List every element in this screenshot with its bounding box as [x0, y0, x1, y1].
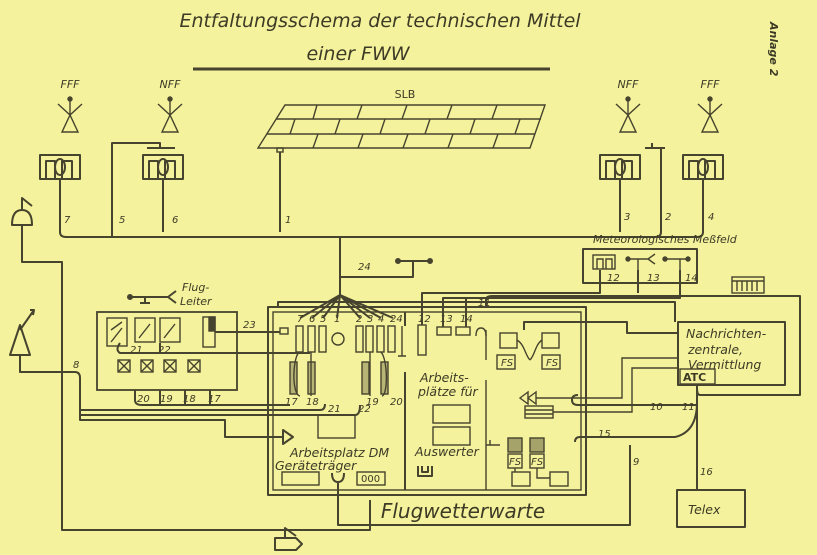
line-number: 3: [624, 212, 630, 223]
fs-label: FS: [546, 358, 559, 369]
line-number: 22: [158, 345, 171, 356]
line-number: 7: [64, 215, 71, 226]
device-000: 000: [361, 474, 380, 485]
line-number: 14: [685, 273, 698, 284]
meteorological-field: Meteorologisches Meßfeld 12 13 14: [421, 233, 738, 327]
fs-label: FS: [501, 358, 514, 369]
radio-set-nff-left: [142, 154, 184, 180]
antenna-label: NFF: [618, 78, 640, 91]
slot-number: 6: [309, 314, 315, 325]
teleprinter-units: [485, 330, 678, 490]
annex-label: Anlage 2: [767, 21, 780, 77]
keyboard-terminal-icon: [731, 276, 765, 294]
line-number: 16: [700, 467, 713, 478]
flugwetterwarte-building: Flugwetterwarte 7 6 5 1 2 3 4 24: [80, 294, 678, 526]
antenna-nff-left: NFF: [157, 78, 183, 133]
directional-antenna-left-icon: [9, 309, 294, 445]
arbeitsplaetze-label-line1: Arbeits-: [419, 370, 469, 385]
line-number: 23: [243, 320, 256, 331]
flugleiter-station: Flug- Leiter 21 22 20 19 18 17 23: [96, 281, 280, 405]
receiver-units: [279, 325, 406, 397]
slot-number: 12: [418, 314, 431, 325]
slot-number: 4: [378, 314, 384, 325]
antenna-label: NFF: [160, 78, 182, 91]
line-number: 20: [137, 394, 150, 405]
line-number: 10: [650, 402, 663, 413]
radio-set-fff-left: [39, 154, 81, 180]
nachrichten-label-line3: Vermittlung: [688, 357, 761, 372]
line-number: 9: [633, 457, 639, 468]
line-number: 5: [119, 215, 125, 226]
arbeitsplaetze-label-line2: plätze für: [417, 384, 479, 399]
slot-number: 3: [367, 314, 373, 325]
atc-label: ATC: [683, 371, 706, 384]
flugleiter-label-line1: Flug-: [182, 281, 209, 294]
flugleiter-label-line2: Leiter: [180, 295, 213, 308]
antenna-label: FFF: [701, 78, 721, 91]
slb-label: SLB: [395, 88, 416, 101]
antenna-nff-right: NFF: [615, 78, 641, 133]
cable-fan: [299, 294, 394, 319]
line-number: 11: [478, 298, 491, 309]
slot-number: 5: [320, 314, 326, 325]
slb-panel: SLB: [256, 88, 546, 153]
line-number: 22: [358, 404, 371, 415]
nachrichten-label-line2: zentrale,: [687, 342, 743, 357]
loudspeaker-left-icon: [11, 197, 33, 226]
antenna-fff-left: FFF: [57, 78, 83, 133]
slot-number: 13: [440, 314, 453, 325]
line-9-cable: [331, 445, 631, 526]
slot-number: 2: [356, 314, 362, 325]
loudspeaker-bottom-icon: [274, 527, 303, 551]
line-number: 4: [708, 212, 714, 223]
line-24-stub: [340, 258, 433, 278]
radio-set-nff-right: [599, 154, 641, 180]
sink-icon: [417, 466, 433, 477]
line-number: 13: [647, 273, 660, 284]
nachrichten-label-line1: Nachrichten-: [686, 326, 767, 341]
arbeitsplatz-dm-label: Arbeitsplatz DM: [289, 445, 389, 460]
line-number: 2: [665, 212, 671, 223]
nachrichtenzentrale: Nachrichten- zentrale, Vermittlung ATC: [677, 321, 786, 386]
geraetetraeger-label: Geräteträger: [275, 458, 357, 473]
line-number: 12: [607, 273, 620, 284]
rack-number: 18: [306, 397, 319, 408]
telex-label: Telex: [688, 502, 721, 517]
line-number: 1: [285, 215, 291, 226]
rack-number: 20: [390, 397, 403, 408]
comm-cabling: [277, 295, 801, 490]
telex-box: Telex: [676, 489, 746, 528]
antenna-fff-right: FFF: [697, 78, 723, 133]
line-number: 6: [172, 215, 178, 226]
line-number: 11: [682, 402, 695, 413]
slot-number: 7: [297, 314, 304, 325]
diagram-title: Entfaltungsschema der technischen Mittel: [179, 10, 581, 32]
meteo-field-label: Meteorologisches Meßfeld: [593, 233, 738, 246]
meteo-indicators: [417, 324, 487, 356]
rack-number: 17: [285, 397, 298, 408]
flugwetterwarte-label: Flugwetterwarte: [381, 499, 545, 523]
rack-number: 19: [366, 397, 379, 408]
line-number: 24: [358, 262, 371, 273]
line-number: 21: [328, 404, 341, 415]
diagram-subtitle: einer FWW: [306, 43, 410, 65]
fs-label: FS: [531, 457, 544, 468]
line-number: 15: [598, 429, 611, 440]
line-number: 17: [208, 394, 221, 405]
antenna-label: FFF: [61, 78, 81, 91]
line-number: 21: [130, 345, 143, 356]
slot-number: 24: [390, 314, 403, 325]
fs-label: FS: [509, 457, 522, 468]
line-number: 8: [73, 360, 79, 371]
line-number: 19: [160, 394, 173, 405]
radio-set-fff-right: [682, 154, 724, 180]
auswerter-label: Auswerter: [414, 444, 480, 459]
line-number: 18: [183, 394, 196, 405]
slot-number: 1: [334, 314, 340, 325]
top-cable-bus: [59, 142, 704, 295]
